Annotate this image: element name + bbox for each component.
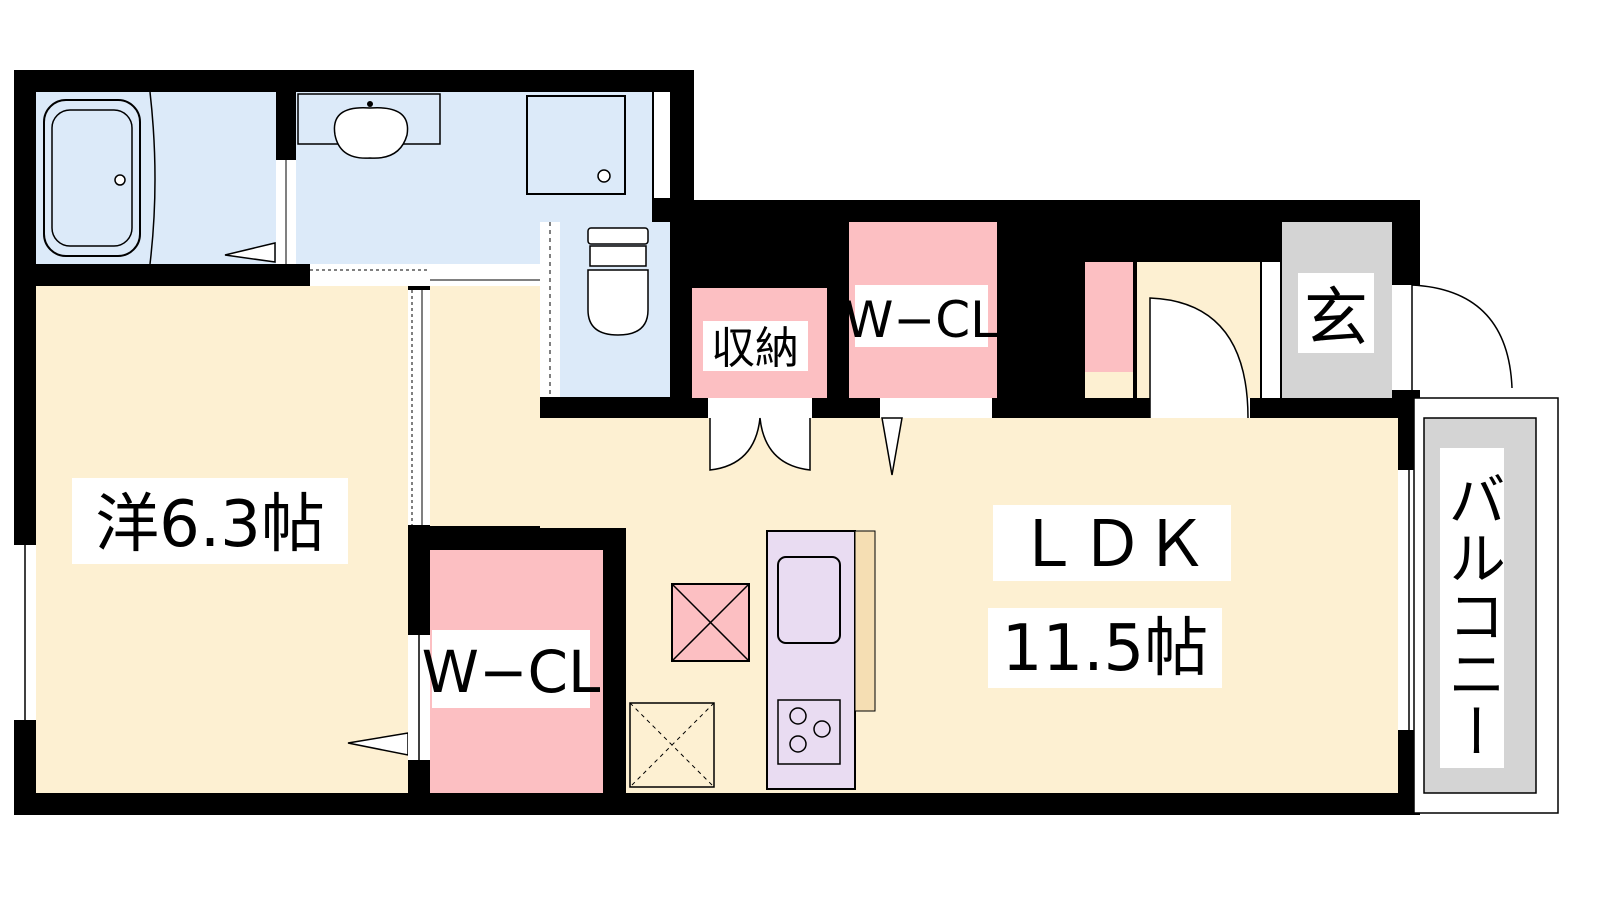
- storage-label: 収納: [711, 323, 799, 374]
- bathroom: [36, 91, 276, 265]
- wcl-upper-label: W−CL: [844, 291, 998, 349]
- room-labels: 洋6.3帖 ＬＤＫ 11.5帖 W−CL W−CL 収納 玄 バルコニー: [72, 273, 1506, 768]
- entrance-hall: [1085, 262, 1280, 419]
- entrance-label: 玄: [1304, 282, 1368, 356]
- western-room-label: 洋6.3帖: [95, 488, 325, 562]
- balcony-label: バルコニー: [1438, 470, 1506, 760]
- ldk-size-label: 11.5帖: [1002, 612, 1209, 686]
- toilet: [540, 222, 670, 397]
- ldk-name-label: ＬＤＫ: [1016, 508, 1208, 582]
- wcl-lower-label: W−CL: [422, 638, 601, 706]
- kitchen: [629, 530, 876, 790]
